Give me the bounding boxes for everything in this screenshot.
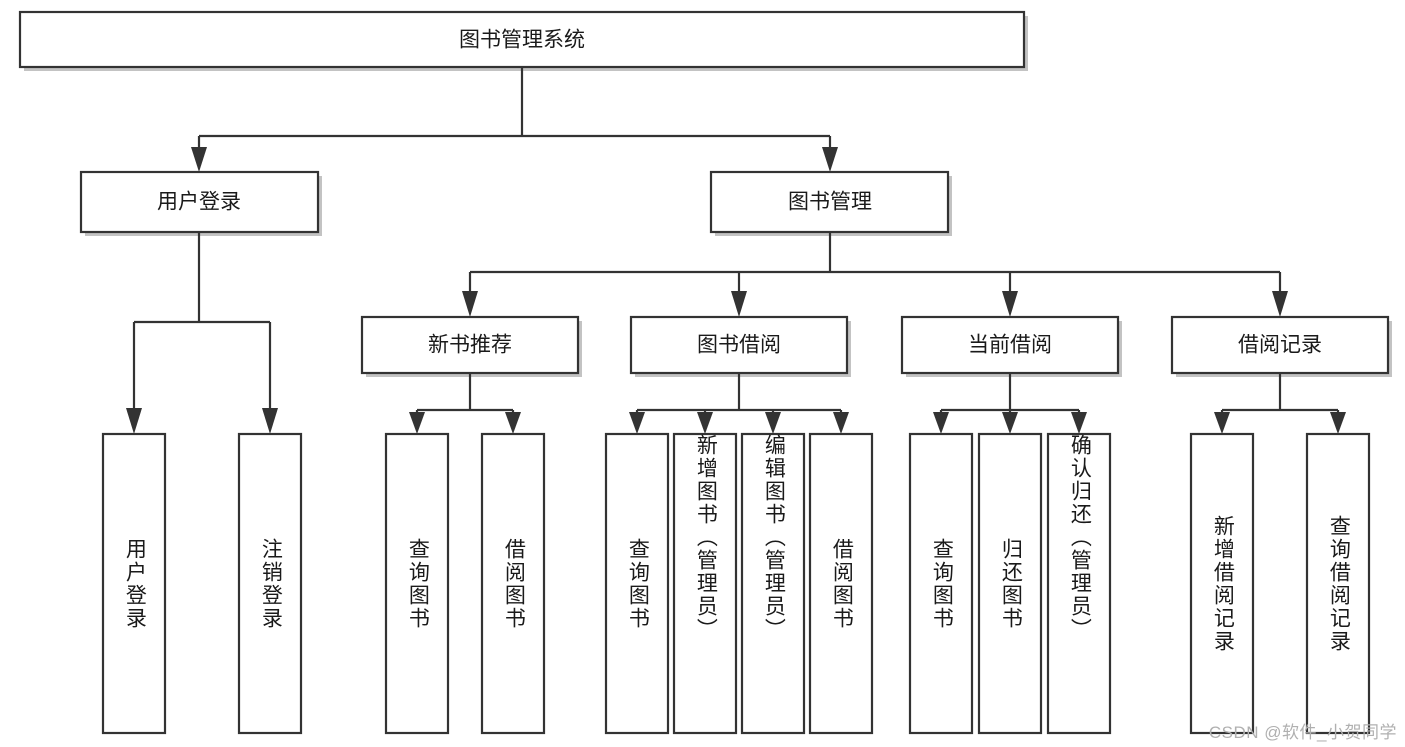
node-user-login[interactable]: 用户登录	[79, 170, 322, 236]
arrow-to-leaf-borrow-book-1	[505, 412, 521, 434]
arrow-to-leaf-edit-book	[765, 412, 781, 434]
arrow-to-book-manage	[822, 147, 838, 172]
node-root[interactable]: 图书管理系统	[18, 10, 1028, 71]
leaf-box-return-book[interactable]	[977, 432, 1043, 735]
leaf-box-edit-book[interactable]	[740, 432, 806, 735]
leaf-box-query-book-2[interactable]	[604, 432, 670, 735]
connector-book-borrow-to-leaves	[629, 373, 849, 434]
arrow-to-borrow-record	[1272, 291, 1288, 317]
node-new-book-recommend[interactable]: 新书推荐	[360, 315, 582, 377]
connector-user-login-to-leaves	[126, 232, 278, 434]
leaf-box-query-record[interactable]	[1305, 432, 1371, 735]
arrow-to-leaf-query-book-1	[409, 412, 425, 434]
new-book-box[interactable]	[360, 315, 580, 375]
connector-root-to-level2	[191, 67, 838, 172]
current-borrow-box[interactable]	[900, 315, 1120, 375]
arrow-to-leaf-user-login	[126, 408, 142, 434]
leaf-box-user-login[interactable]	[101, 432, 167, 735]
borrow-record-label: 借阅记录	[1238, 334, 1322, 357]
arrow-to-leaf-query-book-3	[933, 412, 949, 434]
arrow-to-leaf-add-book	[697, 412, 713, 434]
leaf-box-query-book-3[interactable]	[908, 432, 974, 735]
arrow-to-leaf-add-record	[1214, 412, 1230, 434]
connector-current-borrow-to-leaves	[933, 373, 1087, 434]
connector-new-book-to-leaves	[409, 373, 521, 434]
book-borrow-label: 图书借阅	[697, 334, 781, 357]
book-manage-label: 图书管理	[788, 191, 872, 214]
arrow-to-new-book	[462, 291, 478, 317]
borrow-record-box[interactable]	[1170, 315, 1390, 375]
leaf-box-add-record[interactable]	[1189, 432, 1255, 735]
arrow-to-leaf-logout	[262, 408, 278, 434]
root-label: 图书管理系统	[459, 29, 585, 52]
arrow-to-current-borrow	[1002, 291, 1018, 317]
arrow-to-leaf-return-book	[1002, 412, 1018, 434]
leaf-box-borrow-book-1[interactable]	[480, 432, 546, 735]
user-login-label: 用户登录	[157, 191, 241, 214]
leaf-box-add-book[interactable]	[672, 432, 738, 735]
leaf-box-logout[interactable]	[237, 432, 303, 735]
current-borrow-label: 当前借阅	[968, 334, 1052, 357]
arrow-to-leaf-query-record	[1330, 412, 1346, 434]
node-current-borrow[interactable]: 当前借阅	[900, 315, 1122, 377]
user-login-box[interactable]	[79, 170, 320, 234]
node-borrow-record[interactable]: 借阅记录	[1170, 315, 1392, 377]
node-book-borrow[interactable]: 图书借阅	[629, 315, 851, 377]
leaf-box-query-book-1[interactable]	[384, 432, 450, 735]
arrow-to-book-borrow	[731, 291, 747, 317]
leaf-box-confirm-return[interactable]	[1046, 432, 1112, 735]
new-book-label: 新书推荐	[428, 334, 512, 357]
watermark-text: CSDN @软件_小贺同学	[1208, 723, 1397, 742]
arrow-to-user-login	[191, 147, 207, 172]
arrow-to-leaf-borrow-book-2	[833, 412, 849, 434]
root-box[interactable]	[18, 10, 1026, 69]
node-book-manage[interactable]: 图书管理	[709, 170, 952, 236]
connector-book-manage-to-level3	[462, 232, 1288, 317]
arrow-to-leaf-confirm-return	[1071, 412, 1087, 434]
arrow-to-leaf-query-book-2	[629, 412, 645, 434]
leaf-box-borrow-book-2[interactable]	[808, 432, 874, 735]
connector-borrow-record-to-leaves	[1214, 373, 1346, 434]
